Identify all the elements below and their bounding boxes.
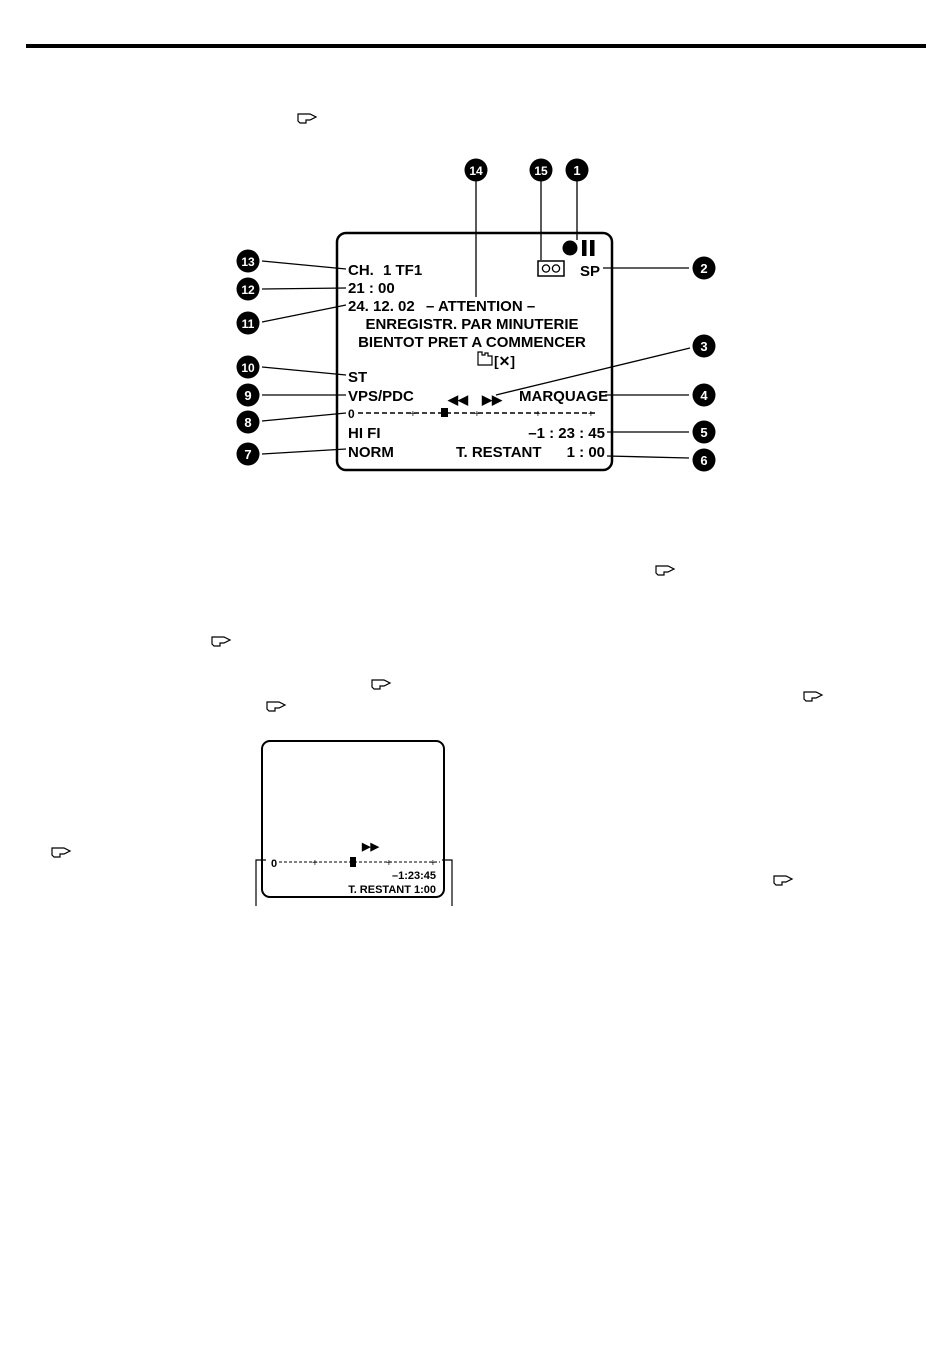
small-tape-marker <box>350 857 356 867</box>
callout-12: 12 <box>237 278 260 301</box>
svg-text:+: + <box>410 409 416 420</box>
callout-8: 8 <box>237 411 260 434</box>
small-counter-zero: 0 <box>271 858 277 870</box>
page-ref-icon <box>654 563 676 577</box>
attention-text: – ATTENTION – <box>426 298 535 315</box>
svg-text:8: 8 <box>244 415 251 430</box>
right-bracket <box>442 860 452 906</box>
svg-text:6: 6 <box>700 453 707 468</box>
callout-14: 14 <box>465 159 488 182</box>
cassette-icon <box>538 261 564 276</box>
page-ref-icon <box>296 111 318 125</box>
callout-9: 9 <box>237 384 260 407</box>
svg-text:13: 13 <box>241 255 255 269</box>
callout-2: 2 <box>693 257 716 280</box>
remain-value: 1 : 00 <box>567 444 605 461</box>
svg-text:11: 11 <box>242 317 255 331</box>
small-counter: –1:23:45 <box>392 870 436 882</box>
svg-text:15: 15 <box>534 164 548 178</box>
callout-5: 5 <box>693 421 716 444</box>
svg-text:7: 7 <box>244 447 251 462</box>
tv-screen-frame <box>337 233 612 470</box>
stereo-indicator: ST <box>348 369 367 386</box>
callout-13: 13 <box>237 250 260 273</box>
message-line-3: BIENTOT PRET A COMMENCER <box>358 334 586 351</box>
fast-forward-icon: ▶▶ <box>481 392 503 407</box>
small-ffwd-icon: ▶▶ <box>361 841 379 853</box>
svg-text:+: + <box>588 409 594 420</box>
svg-text:+: + <box>386 858 392 869</box>
leader-lines <box>262 181 690 458</box>
small-remain: T. RESTANT 1:00 <box>348 884 436 896</box>
page-ref-icon <box>265 699 287 713</box>
callout-3: 3 <box>693 335 716 358</box>
callout-1: 1 <box>566 159 589 182</box>
tape-speed: SP <box>580 263 600 280</box>
record-icon <box>563 241 578 256</box>
rewind-icon: ◀◀ <box>447 392 469 407</box>
callout-11: 11 <box>237 312 260 335</box>
channel-value: 1 TF1 <box>383 262 422 279</box>
tape-counter: –1 : 23 : 45 <box>528 425 605 442</box>
cancel-x-indicator: [✕] <box>494 353 515 369</box>
svg-text:+: + <box>535 409 541 420</box>
page-ref-icon <box>802 689 824 703</box>
svg-text:2: 2 <box>700 261 707 276</box>
svg-text:+: + <box>474 409 480 420</box>
svg-text:10: 10 <box>241 361 255 375</box>
vps-pdc-indicator: VPS/PDC <box>348 388 414 405</box>
small-screen-frame <box>262 741 444 897</box>
time-display: 21 : 00 <box>348 280 395 297</box>
page-ref-icon <box>370 677 392 691</box>
norm-indicator: NORM <box>348 444 394 461</box>
svg-text:3: 3 <box>700 339 707 354</box>
callout-15: 15 <box>530 159 553 182</box>
remain-label: T. RESTANT <box>456 444 542 461</box>
page-ref-icon <box>50 845 72 859</box>
hifi-indicator: HI FI <box>348 425 381 442</box>
svg-text:12: 12 <box>241 283 255 297</box>
svg-text:1: 1 <box>573 163 580 178</box>
svg-text:14: 14 <box>469 164 483 178</box>
counter-zero: 0 <box>348 407 355 421</box>
left-bracket <box>256 860 266 906</box>
message-line-2: ENREGISTR. PAR MINUTERIE <box>365 316 578 333</box>
svg-text:+: + <box>430 858 436 869</box>
pause-icon <box>582 240 587 256</box>
callout-4: 4 <box>693 384 716 407</box>
svg-text:9: 9 <box>244 388 251 403</box>
callout-7: 7 <box>237 443 260 466</box>
svg-text:5: 5 <box>700 425 707 440</box>
date-display: 24. 12. 02 <box>348 298 415 315</box>
callout-6: 6 <box>693 449 716 472</box>
svg-text:4: 4 <box>700 388 708 403</box>
tape-position-marker <box>441 408 448 417</box>
page-ref-icon <box>210 634 232 648</box>
top-rule <box>26 44 926 48</box>
callout-10: 10 <box>237 356 260 379</box>
svg-text:+: + <box>312 858 318 869</box>
page-ref-icon <box>772 873 794 887</box>
channel-prefix: CH. <box>348 262 374 279</box>
hand-icon <box>478 352 492 365</box>
marquage-indicator: MARQUAGE <box>519 388 608 405</box>
small-screen-diagram: ▶▶ 0 + + + –1:23:45 T. RESTANT 1:00 <box>256 741 452 906</box>
